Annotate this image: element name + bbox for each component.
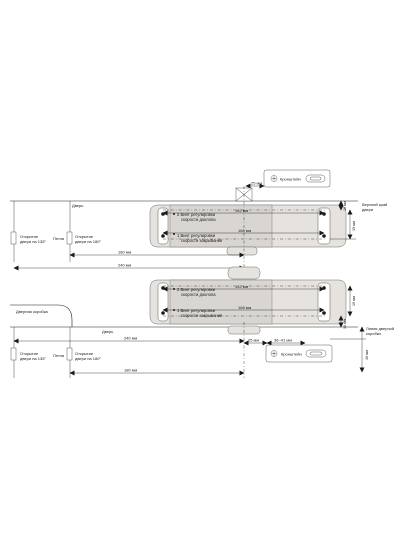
top-dim-16: 16 мм	[343, 201, 347, 211]
top-dim-19: 19 мм	[352, 221, 356, 231]
bottom-frame-label: Дверная коробка	[16, 309, 49, 314]
bottom-open135-a: Открытие	[20, 351, 39, 356]
bottom-open180-b: двери на 180°	[75, 356, 101, 361]
top-hinge2-icon	[66, 231, 73, 245]
bottom-frame-curve	[10, 304, 73, 327]
top-dim-168: 168 мм	[238, 228, 252, 233]
top-screw2-label-b: скорости доклопа	[181, 217, 216, 222]
bottom-bracket-detail: Кронштейн	[265, 344, 333, 363]
top-dim-240: 240 мм	[118, 263, 132, 268]
bottom-hinge-label: Петля	[53, 353, 64, 358]
bottom-dim-180: 180 мм	[124, 368, 138, 373]
top-dim-162: 162 мм	[235, 208, 249, 213]
bottom-open135-b: двери на 135°	[20, 356, 46, 361]
bottom-door-label: Дверь	[102, 329, 113, 334]
top-edge-label-1: Верхний край	[362, 202, 387, 207]
bottom-arm-top	[227, 266, 261, 280]
bottom-screw1-label-a: 1 Винт регулировки	[177, 308, 216, 313]
bottom-dim-19: 19 мм	[352, 296, 356, 306]
bottom-dim-16: 16 мм	[343, 319, 347, 329]
bottom-dim-46: 46 мм	[365, 350, 369, 360]
top-open180-b: двери на 180°	[75, 239, 101, 244]
top-bracket-label: Кронштейн	[280, 177, 301, 182]
bottom-dim-25: 25 мм	[248, 338, 259, 343]
top-dim-25: 25 мм	[251, 181, 262, 186]
bottom-frame-line-2: коробки	[366, 331, 381, 336]
bottom-hinge-icon	[10, 347, 17, 361]
top-open180-a: Открытие	[75, 234, 94, 239]
top-bracket-detail: Кронштейн	[263, 169, 331, 188]
bottom-dim-36-41: 36~41 мм	[274, 338, 292, 343]
bottom-dim-240: 240 мм	[124, 336, 138, 341]
top-screw1-label-a: 1 Винт регулировки	[177, 233, 216, 238]
bottom-screw2-label-b: скорости доклопа	[181, 292, 216, 297]
top-open135-b: двери на 135°	[20, 239, 46, 244]
bottom-screw1-label-b: скорости закрывания	[181, 313, 222, 318]
bottom-screw2-label-a: 2 Винт регулировки	[177, 287, 216, 292]
bottom-installation-view: 162 мм 168 мм 2 Винт регулировки скорост…	[10, 266, 394, 378]
top-hinge-icon	[10, 231, 17, 245]
bottom-open180-a: Открытие	[75, 351, 94, 356]
top-screw1-label-b: скорости закрывания	[181, 238, 222, 243]
bottom-dim-162: 162 мм	[235, 284, 249, 289]
bottom-bracket-label: Кронштейн	[281, 352, 302, 357]
top-screw2-label-a: 2 Винт регулировки	[177, 212, 216, 217]
top-door-label: Дверь	[72, 203, 83, 208]
top-open135-a: Открытие	[20, 234, 39, 239]
top-edge-label-2: двери	[362, 207, 373, 212]
top-hinge-label: Петля	[53, 236, 64, 241]
top-dim-180: 180 мм	[118, 250, 132, 255]
top-installation-view: Кронштейн 25 мм Дверь Верхний край двери	[10, 169, 387, 272]
bottom-hinge2-icon	[66, 347, 73, 361]
bottom-dim-168: 168 мм	[238, 305, 252, 310]
bottom-frame-line-1: Линия дверной	[366, 326, 394, 331]
